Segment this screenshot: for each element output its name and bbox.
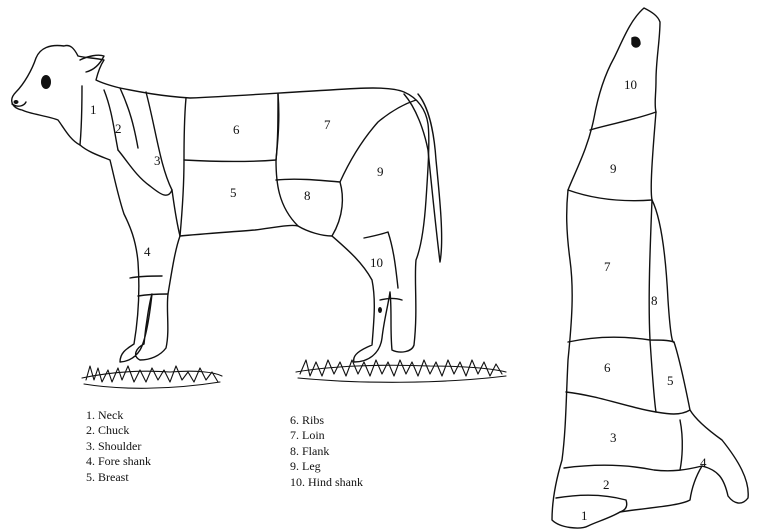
carcass-label-7: 7 — [604, 259, 611, 274]
calf-cut-lines — [80, 86, 416, 288]
carcass-label-1: 1 — [581, 508, 588, 523]
calf-outline — [12, 45, 429, 362]
legend-item: 9. Leg — [290, 459, 363, 474]
carcass-hole — [632, 37, 640, 47]
legend-item: 5. Breast — [86, 470, 151, 485]
legend-item: 10. Hind shank — [290, 475, 363, 490]
calf-label-5: 5 — [230, 185, 237, 200]
carcass-label-2: 2 — [603, 477, 610, 492]
calf-label-3: 3 — [154, 153, 161, 168]
legend-right: 6. Ribs 7. Loin 8. Flank 9. Leg 10. Hind… — [290, 413, 363, 490]
carcass-label-5: 5 — [667, 373, 674, 388]
calf-label-2: 2 — [115, 121, 122, 136]
carcass-label-10: 10 — [624, 77, 637, 92]
legend-item: 2. Chuck — [86, 423, 151, 438]
legend-item: 4. Fore shank — [86, 454, 151, 469]
legend-left: 1. Neck 2. Chuck 3. Shoulder 4. Fore sha… — [86, 408, 151, 485]
calf-eye — [41, 75, 51, 89]
carcass-label-8: 8 — [651, 293, 658, 308]
carcass-label-9: 9 — [610, 161, 617, 176]
calf-label-10: 10 — [370, 255, 383, 270]
carcass-illustration — [552, 8, 748, 528]
legend-item: 8. Flank — [290, 444, 363, 459]
calf-dewclaw — [378, 307, 382, 313]
calf-label-1: 1 — [90, 102, 97, 117]
calf-label-8: 8 — [304, 188, 311, 203]
legend-item: 6. Ribs — [290, 413, 363, 428]
calf-nostril — [14, 100, 19, 104]
carcass-label-6: 6 — [604, 360, 611, 375]
legend-item: 7. Loin — [290, 428, 363, 443]
calf-label-6: 6 — [233, 122, 240, 137]
calf-label-9: 9 — [377, 164, 384, 179]
carcass-cut-numbers: 10 9 7 8 6 5 3 4 2 1 — [581, 77, 707, 523]
calf-tail — [404, 94, 442, 262]
grass-front — [82, 366, 222, 388]
grass-back — [296, 360, 506, 382]
legend-item: 3. Shoulder — [86, 439, 151, 454]
carcass-cut-lines — [556, 112, 702, 512]
carcass-label-4: 4 — [700, 455, 707, 470]
calf-label-4: 4 — [144, 244, 151, 259]
calf-label-7: 7 — [324, 117, 331, 132]
legend-item: 1. Neck — [86, 408, 151, 423]
carcass-label-3: 3 — [610, 430, 617, 445]
calf-front-leg — [138, 294, 168, 296]
calf-illustration — [12, 45, 506, 388]
